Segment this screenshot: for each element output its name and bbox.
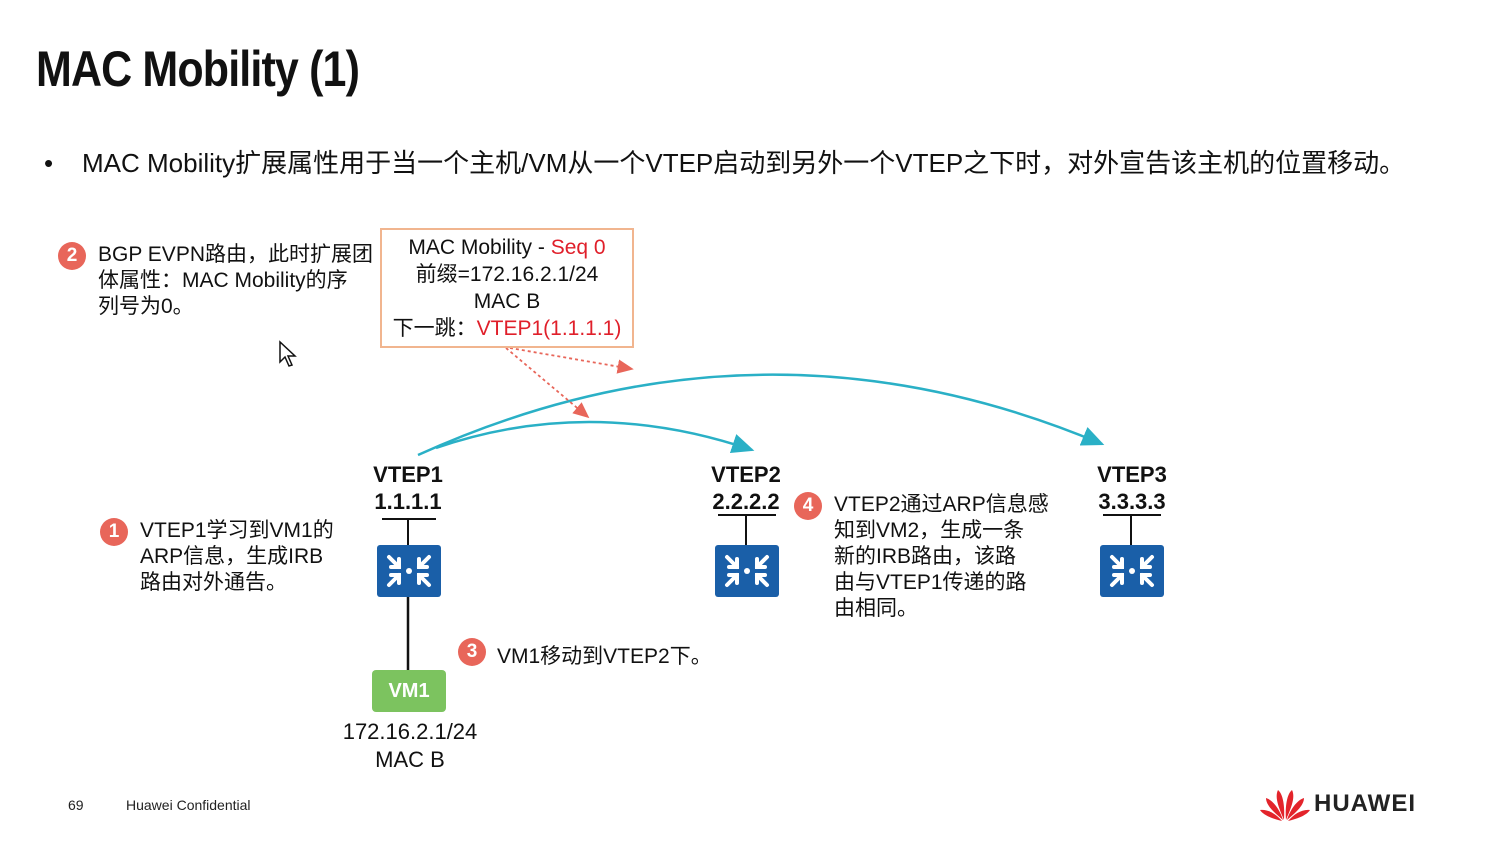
vm1-box: VM1 <box>372 670 446 712</box>
bullet-text: MAC Mobility扩展属性用于当一个主机/VM从一个VTEP启动到另外一个… <box>82 148 1406 178</box>
mac-mobility-route-box: MAC Mobility - Seq 0 前缀=172.16.2.1/24 MA… <box>380 228 634 348</box>
step-badge-3: 3 <box>458 638 486 666</box>
vtep1-router-icon <box>377 545 441 597</box>
vtep3-label: VTEP3 3.3.3.3 <box>1097 462 1167 514</box>
step-1-text: VTEP1学习到VM1的 ARP信息，生成IRB 路由对外通告。 <box>140 519 334 594</box>
page-title: MAC Mobility (1) <box>36 41 360 97</box>
huawei-brand-text: HUAWEI <box>1314 790 1416 817</box>
step-badge-4: 4 <box>794 492 822 520</box>
cursor-icon <box>279 340 297 367</box>
arc-vtep1-to-vtep2 <box>435 420 755 454</box>
route-line-3: MAC B <box>473 290 541 313</box>
route-line-2: 前缀=172.16.2.1/24 <box>415 263 599 286</box>
route-line-1: MAC Mobility - Seq 0 <box>408 236 606 259</box>
vm1-info: 172.16.2.1/24 MAC B <box>342 719 478 772</box>
step-badge-2: 2 <box>58 242 86 270</box>
arc-vtep1-to-vtep3 <box>417 373 1105 457</box>
vtep3-router-icon <box>1100 545 1164 597</box>
huawei-logo-icon <box>1260 790 1310 821</box>
vtep2-label: VTEP2 2.2.2.2 <box>711 462 781 514</box>
step-2-text: BGP EVPN路由，此时扩展团 体属性：MAC Mobility的序 列号为0… <box>98 243 373 318</box>
step-3-text: VM1移动到VTEP2下。 <box>497 645 712 668</box>
page-number: 69 <box>68 797 84 813</box>
step-4-text: VTEP2通过ARP信息感 知到VM2，生成一条 新的IRB路由，该路 由与VT… <box>834 493 1049 620</box>
route-line-4: 下一跳：VTEP1(1.1.1.1) <box>392 317 622 340</box>
dotted-arrow-to-vtep3-arc <box>509 347 634 374</box>
confidential-label: Huawei Confidential <box>126 797 251 813</box>
bullet-dot: • <box>44 148 54 178</box>
vtep2-router-icon <box>715 545 779 597</box>
step-badge-1: 1 <box>100 518 128 546</box>
vtep1-label: VTEP1 1.1.1.1 <box>373 462 443 514</box>
